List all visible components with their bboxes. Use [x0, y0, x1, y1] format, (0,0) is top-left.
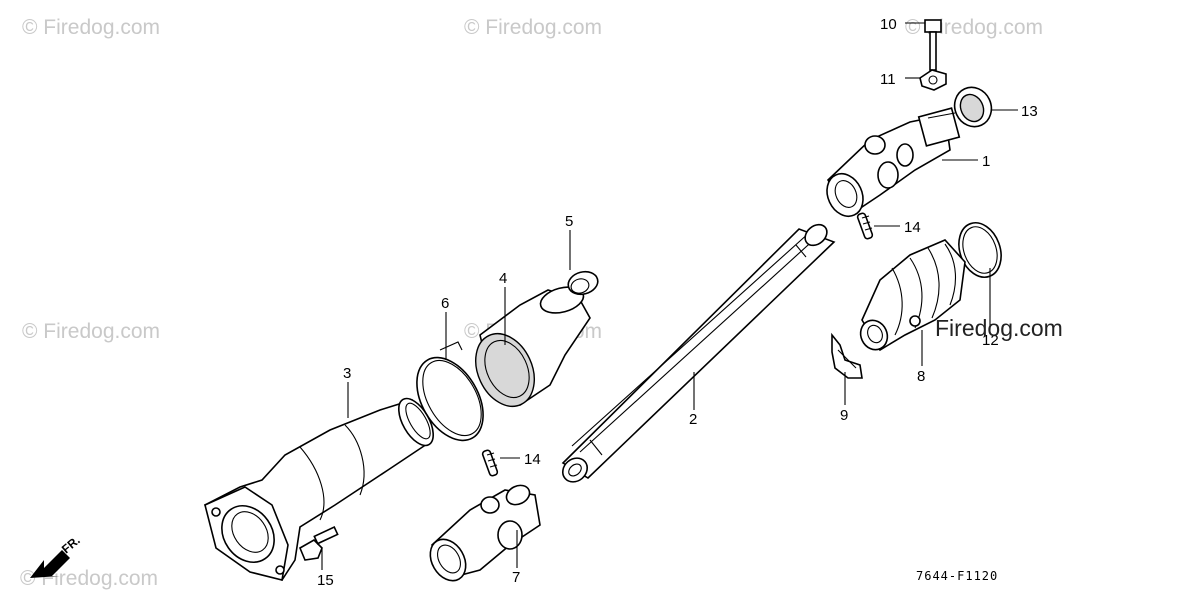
flange-bolt[interactable]	[298, 526, 339, 561]
leader-lines	[321, 22, 1018, 570]
bolt[interactable]	[924, 19, 942, 71]
watermark-top-left: © Firedog.com	[22, 16, 160, 39]
nut[interactable]	[919, 69, 947, 91]
callout-12: 12	[982, 332, 999, 349]
callout-5: 5	[565, 213, 573, 230]
callout-11: 11	[880, 71, 896, 88]
spring-pin-upper[interactable]	[856, 212, 874, 240]
callout-14-lower: 14	[524, 451, 541, 468]
watermark-overlay: Firedog.com	[935, 315, 1063, 341]
shaft-housing[interactable]	[203, 393, 440, 581]
clamp[interactable]	[831, 332, 863, 379]
callout-6: 6	[441, 295, 449, 312]
seal[interactable]	[948, 81, 998, 132]
callout-4: 4	[499, 270, 507, 287]
callout-3: 3	[343, 365, 351, 382]
callout-8: 8	[917, 368, 925, 385]
drawing-code: 7644-F1120	[916, 569, 998, 583]
watermark-top-center: © Firedog.com	[464, 16, 602, 39]
universal-joint-upper[interactable]	[820, 107, 961, 222]
callout-2: 2	[689, 411, 697, 428]
propeller-shaft[interactable]	[558, 220, 836, 486]
collar[interactable]	[566, 268, 601, 297]
joint-boot[interactable]	[856, 239, 966, 354]
watermark-mid-left: © Firedog.com	[22, 320, 160, 343]
callout-15: 15	[317, 572, 334, 589]
callout-9: 9	[840, 407, 848, 424]
callout-1: 1	[982, 153, 990, 170]
boot[interactable]	[464, 283, 591, 416]
callout-10: 10	[880, 16, 897, 33]
universal-joint-lower[interactable]	[423, 482, 541, 587]
callout-7: 7	[512, 569, 520, 586]
callout-13: 13	[1021, 103, 1038, 120]
callout-14-upper: 14	[904, 219, 921, 236]
spring-pin-lower[interactable]	[481, 449, 499, 477]
